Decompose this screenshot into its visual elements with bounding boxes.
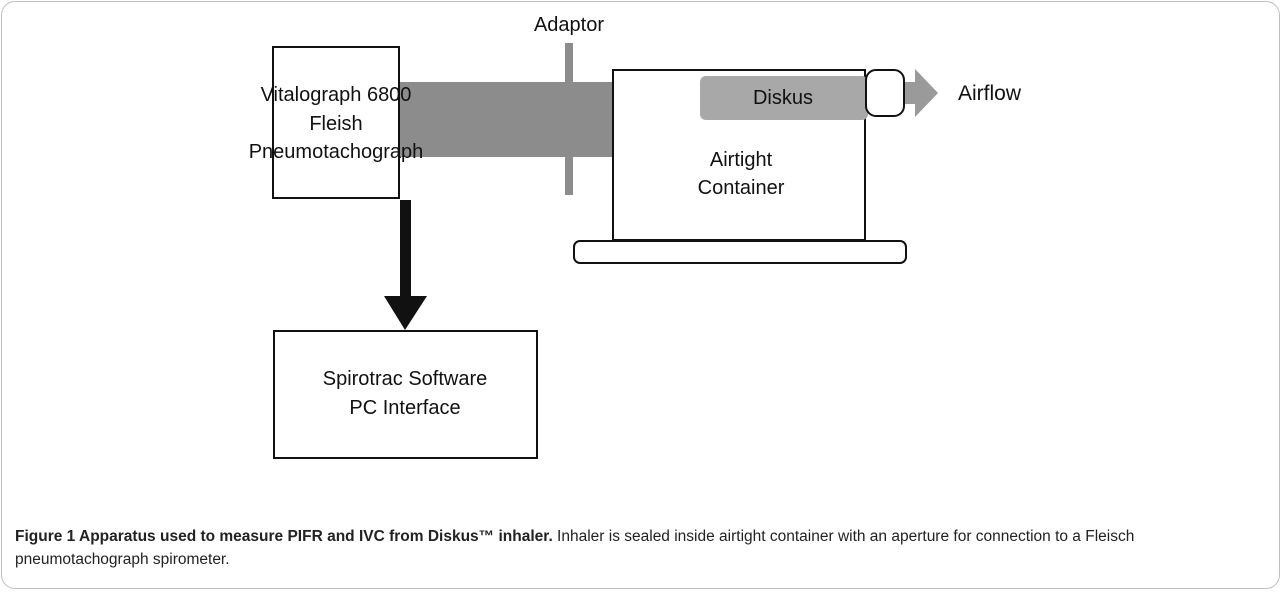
pneumotach-line-2: Fleish (309, 113, 362, 135)
adaptor-label: Adaptor (534, 14, 604, 36)
apparatus-diagram: Adaptor Diskus Airflow Vitalograph 6800 … (249, 14, 1022, 459)
software-line-2: PC Interface (349, 397, 460, 419)
spirotrac-software-box (273, 330, 538, 459)
diskus-label: Diskus (753, 87, 813, 109)
pneumotach-line-1: Vitalograph 6800 (261, 84, 412, 106)
down-arrow-shaft (400, 200, 411, 298)
adaptor-plate (565, 43, 573, 195)
airflow-arrow-head (915, 69, 938, 117)
down-arrow-head (384, 296, 427, 330)
caption-text: Inhaler is sealed inside airtight contai… (15, 528, 1135, 568)
pneumotach-line-3: Pneumotachograph (249, 141, 424, 163)
mouthpiece-aperture (865, 69, 905, 117)
figure-caption: Figure 1 Apparatus used to measure PIFR … (15, 525, 1270, 571)
airflow-label: Airflow (958, 82, 1022, 105)
container-line-2: Container (698, 177, 785, 199)
caption-title: Figure 1 Apparatus used to measure PIFR … (15, 528, 553, 545)
diskus-inhaler (700, 76, 868, 120)
software-line-1: Spirotrac Software (323, 368, 488, 390)
container-line-1: Airtight (710, 149, 773, 171)
container-base (573, 240, 907, 264)
